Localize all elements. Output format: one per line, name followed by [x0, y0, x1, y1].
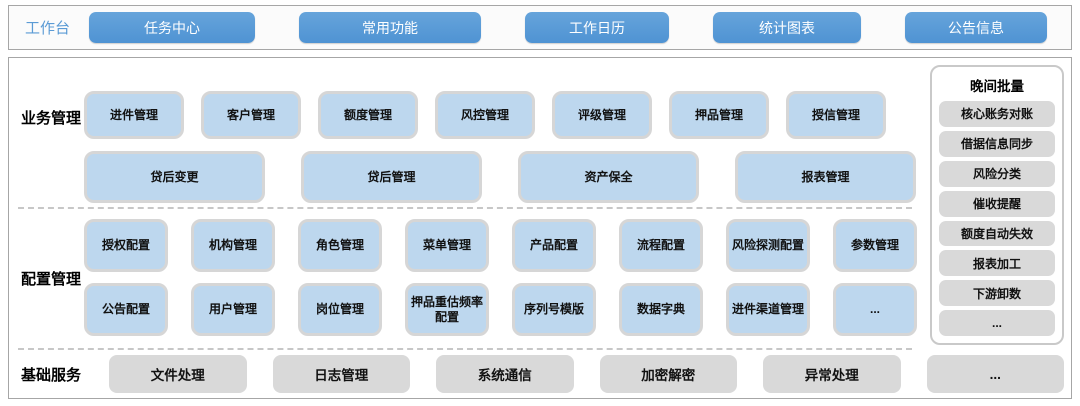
config-module-box: ...	[833, 283, 917, 336]
config-module-box: 序列号模版	[512, 283, 596, 336]
business-module-box: 押品管理	[669, 91, 769, 139]
batch-job-box: 风险分类	[939, 160, 1055, 187]
business-module-box: 贷后管理	[301, 151, 482, 203]
config-module-box: 风险探测配置	[726, 219, 810, 272]
workbench-button: 任务中心	[89, 12, 255, 43]
workbench-label: 工作台	[25, 20, 71, 37]
batch-job-box: 报表加工	[939, 250, 1055, 277]
section-divider	[18, 207, 912, 209]
night-batch-panel: 晚间批量 核心账务对账借据信息同步风险分类催收提醒额度自动失效报表加工下游卸数.…	[930, 65, 1064, 345]
services-row: 基础服务 文件处理日志管理系统通信加密解密异常处理...	[16, 355, 1064, 393]
services-boxes: 文件处理日志管理系统通信加密解密异常处理...	[109, 355, 1064, 393]
workbench-button: 工作日历	[525, 12, 669, 43]
business-module-box: 额度管理	[318, 91, 418, 139]
modules-left-content: 业务管理 进件管理客户管理额度管理风控管理评级管理押品管理授信管理 贷后变更贷后…	[16, 65, 926, 350]
section-label-services: 基础服务	[21, 366, 82, 384]
modules-panel: 业务管理 进件管理客户管理额度管理风控管理评级管理押品管理授信管理 贷后变更贷后…	[8, 57, 1072, 399]
business-module-box: 资产保全	[518, 151, 699, 203]
config-module-box: 岗位管理	[298, 283, 382, 336]
service-module-box: 文件处理	[109, 355, 247, 393]
business-module-box: 贷后变更	[84, 151, 265, 203]
workbench-button: 公告信息	[905, 12, 1047, 43]
batch-job-box: ...	[939, 310, 1055, 336]
config-module-box: 机构管理	[191, 219, 275, 272]
business-module-box: 评级管理	[552, 91, 652, 139]
config-module-box: 公告配置	[84, 283, 168, 336]
modules-upper-area: 业务管理 进件管理客户管理额度管理风控管理评级管理押品管理授信管理 贷后变更贷后…	[16, 65, 1064, 350]
service-module-box: 日志管理	[272, 355, 410, 393]
business-module-box: 风控管理	[435, 91, 535, 139]
business-row-2: 贷后变更贷后管理资产保全报表管理	[84, 151, 926, 203]
batch-job-box: 下游卸数	[939, 280, 1055, 307]
service-module-box: 加密解密	[599, 355, 737, 393]
section-label-config: 配置管理	[21, 271, 82, 288]
config-module-box: 押品重估频率配置	[405, 283, 489, 336]
config-module-box: 数据字典	[619, 283, 703, 336]
workbench-button: 统计图表	[713, 12, 861, 43]
config-row-1: 授权配置机构管理角色管理菜单管理产品配置流程配置风险探测配置参数管理	[84, 219, 926, 272]
service-module-box: 异常处理	[763, 355, 901, 393]
service-module-box: 系统通信	[436, 355, 574, 393]
batch-job-box: 催收提醒	[939, 190, 1055, 217]
business-module-box: 报表管理	[735, 151, 916, 203]
config-module-box: 参数管理	[833, 219, 917, 272]
config-module-box: 流程配置	[619, 219, 703, 272]
config-row-2: 公告配置用户管理岗位管理押品重估频率配置序列号模版数据字典进件渠道管理...	[84, 283, 926, 336]
batch-job-box: 核心账务对账	[939, 101, 1055, 127]
workbench-bar: 工作台 任务中心 常用功能 工作日历 统计图表 公告信息	[8, 5, 1072, 50]
config-module-box: 菜单管理	[405, 219, 489, 272]
batch-job-box: 额度自动失效	[939, 220, 1055, 247]
night-batch-items: 核心账务对账借据信息同步风险分类催收提醒额度自动失效报表加工下游卸数...	[939, 101, 1055, 336]
business-module-box: 授信管理	[786, 91, 886, 139]
business-row-1: 进件管理客户管理额度管理风控管理评级管理押品管理授信管理	[84, 91, 926, 139]
config-module-box: 进件渠道管理	[726, 283, 810, 336]
config-module-box: 角色管理	[298, 219, 382, 272]
night-batch-title: 晚间批量	[970, 79, 1024, 94]
workbench-buttons: 任务中心 常用功能 工作日历 统计图表 公告信息	[89, 12, 1057, 43]
config-module-box: 用户管理	[191, 283, 275, 336]
workbench-button: 常用功能	[299, 12, 481, 43]
business-module-box: 客户管理	[201, 91, 301, 139]
service-module-box: ...	[926, 355, 1064, 393]
business-module-box: 进件管理	[84, 91, 184, 139]
config-module-box: 产品配置	[512, 219, 596, 272]
config-module-box: 授权配置	[84, 219, 168, 272]
section-label-business: 业务管理	[21, 110, 82, 127]
section-divider	[18, 348, 912, 350]
batch-job-box: 借据信息同步	[939, 130, 1055, 157]
